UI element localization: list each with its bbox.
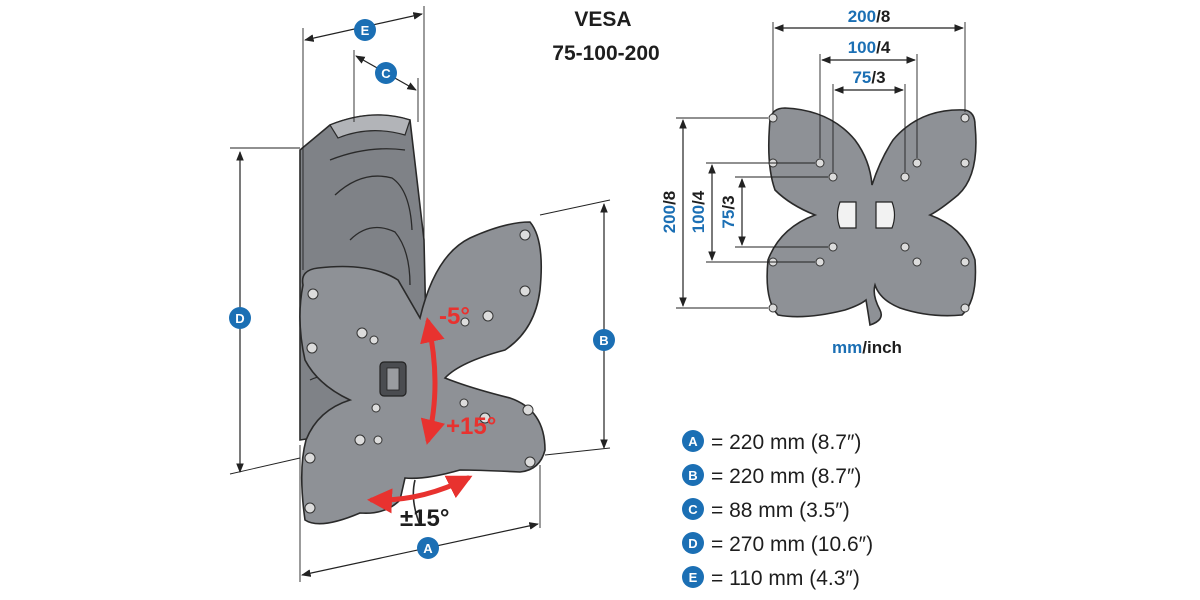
legend-row-a: A = 220 mm (8.7″) [682, 430, 861, 454]
legend-badge-b [682, 464, 704, 486]
vesa-pattern-view: 200/8 100/4 75/3 200/8 100/4 75/3 mm/inc… [660, 7, 977, 357]
dimension-c: C [353, 50, 419, 122]
dim-200-horizontal: 200/8 [848, 7, 891, 26]
vesa-vertical-dims: 200/8 100/4 75/3 [660, 117, 828, 309]
vesa-horizontal-dims: 200/8 100/4 75/3 [772, 7, 966, 172]
dim-75-vertical: 75/3 [719, 195, 738, 228]
tilt-up-label: -5° [439, 303, 470, 330]
legend-key-c: C [688, 502, 698, 517]
legend-value-d: = 270 mm (10.6″) [711, 533, 873, 556]
label-d: D [235, 311, 244, 326]
tilt-arrows: -5° +15° ±15° [367, 303, 496, 532]
dimension-e: E [302, 6, 425, 270]
vesa-heading: VESA 75-100-200 [552, 8, 659, 65]
legend-badge-d [682, 532, 704, 554]
vesa-sizes: 75-100-200 [552, 42, 659, 65]
legend-value-c: = 88 mm (3.5″) [711, 499, 850, 522]
legend-badge-a [682, 430, 704, 452]
legend-value-e: = 110 mm (4.3″) [711, 567, 860, 590]
legend-key-b: B [688, 468, 697, 483]
legend-row-d: D = 270 mm (10.6″) [682, 532, 873, 556]
legend-key-e: E [689, 570, 698, 585]
dimension-a: A [299, 445, 541, 582]
legend-value-b: = 220 mm (8.7″) [711, 465, 861, 488]
dim-200-vertical: 200/8 [660, 191, 679, 234]
label-e: E [361, 23, 370, 38]
label-a: A [423, 541, 433, 556]
legend-row-b: B = 220 mm (8.7″) [682, 464, 861, 488]
dimensions-legend: A = 220 mm (8.7″) B = 220 mm (8.7″) C = 88 mm… [682, 430, 873, 590]
vesa-title: VESA [574, 8, 631, 31]
dim-100-horizontal: 100/4 [848, 38, 891, 57]
tilt-down-label: +15° [446, 413, 496, 440]
label-c: C [381, 66, 391, 81]
legend-value-a: = 220 mm (8.7″) [711, 431, 861, 454]
legend-row-e: E = 110 mm (4.3″) [682, 566, 860, 590]
dim-100-vertical: 100/4 [689, 190, 708, 233]
dimension-d: D [229, 147, 301, 475]
mount-3d-view: D B A E [229, 6, 615, 582]
legend-row-c: C = 88 mm (3.5″) [682, 498, 850, 522]
legend-badge-e [682, 566, 704, 588]
legend-key-a: A [688, 434, 698, 449]
legend-badge-c [682, 498, 704, 520]
dim-75-horizontal: 75/3 [852, 68, 885, 87]
label-b: B [599, 333, 608, 348]
dimension-b: B [539, 199, 615, 456]
swivel-label: ±15° [400, 505, 449, 532]
legend-key-d: D [688, 536, 697, 551]
units-label: mm/inch [832, 338, 902, 357]
